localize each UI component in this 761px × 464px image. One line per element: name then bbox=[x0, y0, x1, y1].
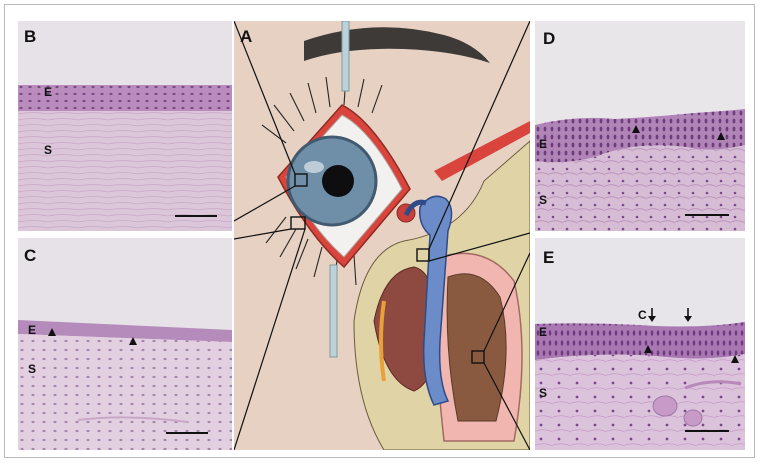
panel-e-cilia-arrow-2 bbox=[684, 308, 692, 322]
panel-c-image bbox=[18, 238, 232, 450]
panel-b-image bbox=[18, 21, 232, 231]
panel-e-stroma-label: S bbox=[539, 386, 548, 400]
panel-a-image bbox=[234, 21, 530, 450]
panel-e-cilia-label: C bbox=[638, 308, 647, 322]
panel-c-arrowhead-2 bbox=[129, 337, 137, 345]
panel-d-epithelium-label: E bbox=[539, 137, 548, 151]
panel-a-illustration: A bbox=[234, 21, 530, 450]
panel-d-scale-bar bbox=[685, 214, 729, 216]
panel-d-histology: D E S bbox=[535, 21, 745, 231]
panel-c-stroma-label: S bbox=[28, 362, 37, 376]
panel-c-arrowhead-1 bbox=[48, 328, 56, 336]
panel-d-stroma-label: S bbox=[539, 193, 548, 207]
panel-b-scale-bar bbox=[175, 215, 217, 217]
panel-a-letter: A bbox=[240, 27, 253, 46]
panel-e-cilia-arrow-1 bbox=[648, 308, 656, 322]
panel-e-image bbox=[535, 238, 745, 450]
panel-e-arrowhead-2 bbox=[731, 355, 739, 363]
panel-d-arrowhead-2 bbox=[717, 132, 725, 140]
panel-e-scale-bar bbox=[685, 430, 729, 432]
panel-d-arrowhead-1 bbox=[632, 125, 640, 133]
panel-b-histology: B E S bbox=[18, 21, 232, 231]
panel-e-histology: E E S C bbox=[535, 238, 745, 450]
panel-e-arrowhead-1 bbox=[644, 345, 652, 353]
panel-d-image bbox=[535, 21, 745, 231]
panel-e-letter: E bbox=[543, 248, 555, 267]
panel-b-epithelium-label: E bbox=[44, 85, 53, 99]
panel-c-scale-bar bbox=[166, 432, 208, 434]
panel-d-letter: D bbox=[543, 29, 556, 48]
panel-c-letter: C bbox=[24, 246, 37, 265]
panel-c-histology: C E S bbox=[18, 238, 232, 450]
panel-e-epithelium-label: E bbox=[539, 325, 548, 339]
panel-b-stroma-label: S bbox=[44, 143, 53, 157]
panel-c-epithelium-label: E bbox=[28, 323, 37, 337]
panel-b-letter: B bbox=[24, 27, 37, 46]
figure-frame: B E S C E S bbox=[4, 4, 755, 458]
